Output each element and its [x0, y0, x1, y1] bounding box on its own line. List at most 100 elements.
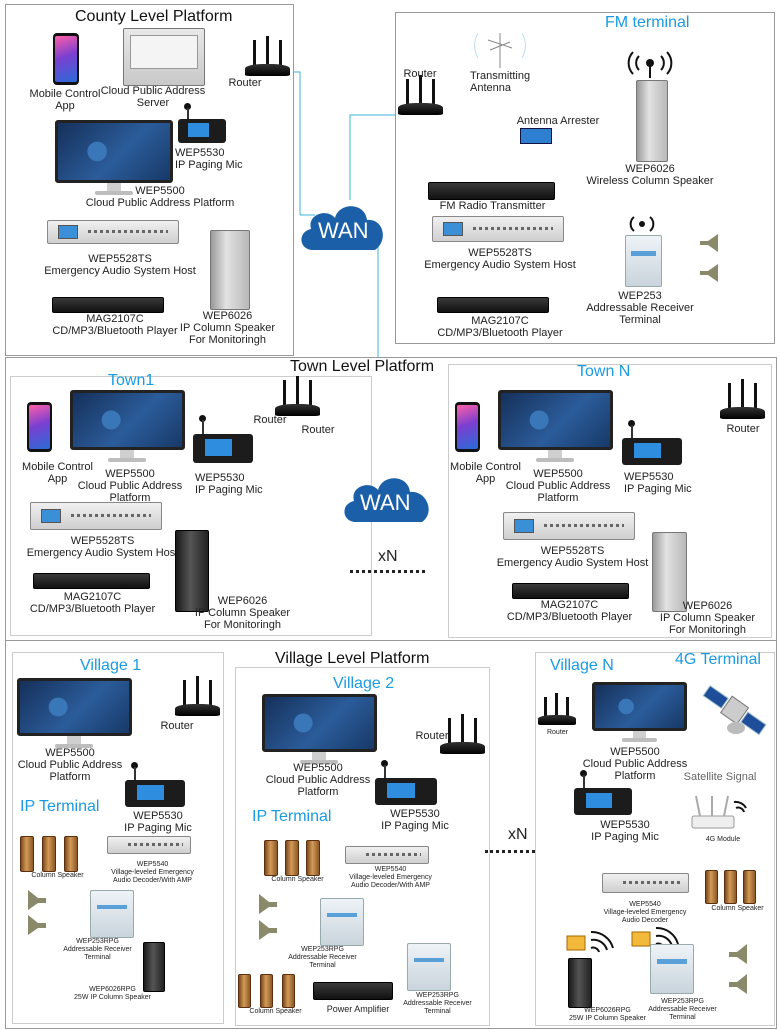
monitor-icon [498, 390, 613, 462]
village2-title: Village 2 [333, 675, 395, 692]
town1-mic-label: WEP5530 IP Paging Mic [195, 472, 263, 496]
column-speaker-icon [652, 532, 687, 612]
village1-platform-label: WEP5500 Cloud Public Address Platform [17, 747, 123, 783]
router-icon [398, 74, 443, 115]
column-speaker-icon [143, 942, 165, 992]
townN-player-label: MAG2107C CD/MP3/Bluetooth Player [506, 599, 633, 623]
horn-speaker-icon [700, 234, 718, 252]
wan-label: WAN [360, 490, 411, 515]
fm-router-label: Router [403, 68, 437, 80]
column-speaker-icon [20, 836, 34, 872]
horn-speaker-icon [259, 894, 277, 914]
villageN-satellite-label: Satellite Signal [683, 771, 757, 783]
receiver-terminal-icon [625, 235, 662, 287]
column-speaker-icon [260, 974, 273, 1008]
router-icon [720, 378, 765, 419]
county-mic-label: WEP5530 IP Paging Mic [175, 147, 243, 171]
fm-antenna-label: Transmitting Antenna [470, 70, 531, 94]
village2-amp-label: Power Amplifier [326, 1004, 390, 1014]
villageN-colspk-label: Column Speaker [711, 905, 764, 912]
village1-title: Village 1 [80, 657, 142, 674]
village1-mic-label: WEP5530 IP Paging Mic [124, 810, 192, 834]
village-ellipsis [485, 850, 535, 853]
village1-router-label: Router [160, 720, 194, 732]
column-speaker-icon [175, 530, 209, 612]
village1-speaker-label: WEP6026RPG 25W IP Column Speaker [74, 986, 151, 1001]
villageN-decoder-label: WEP5540 Village-leveled Emergency Audio … [603, 901, 687, 924]
decoder-rack-icon [345, 846, 429, 864]
receiver-terminal-icon [650, 944, 694, 994]
villageN-speaker-label: WEP6026RPG 25W IP Column Speaker [569, 1007, 646, 1022]
wireless-signal-icon [629, 216, 655, 232]
villageN-platform-label: WEP5500 Cloud Public Address Platform [582, 746, 688, 782]
village2-receiver-label: WEP253RPG Addressable Receiver Terminal [288, 946, 357, 969]
antenna-icon [474, 32, 526, 68]
column-speaker-icon [64, 836, 78, 872]
town1-host-label: WEP5528TS Emergency Audio System Host [26, 535, 179, 559]
column-speaker-icon [264, 840, 278, 876]
player-rack-icon [437, 297, 549, 313]
receiver-terminal-icon [90, 890, 134, 938]
paging-mic-icon [622, 420, 682, 465]
paging-mic-icon [193, 415, 253, 463]
horn-speaker-icon [259, 920, 277, 940]
router-icon [175, 675, 220, 716]
host-rack-icon [432, 216, 564, 242]
mobile-phone-icon [455, 402, 480, 452]
townN-mobile-label: Mobile Control App [450, 461, 521, 485]
4g-module-icon [691, 795, 747, 829]
village2-decoder-label: WEP5540 Village-leveled Emergency Audio … [349, 866, 432, 889]
monitor-icon [70, 390, 185, 462]
fm-transmitter-icon [428, 182, 555, 200]
village-xn-label: xN [508, 826, 528, 843]
wan-cloud-icon [344, 478, 429, 522]
townN-title: Town N [577, 363, 631, 380]
paging-mic-icon [375, 760, 437, 805]
host-rack-icon [503, 512, 635, 540]
host-rack-icon [47, 220, 179, 244]
host-rack-icon [30, 502, 162, 530]
fm-transmitter-label: FM Radio Transmitter [439, 200, 546, 212]
townN-mic-label: WEP5530 IP Paging Mic [624, 471, 692, 495]
column-speaker-icon [636, 80, 668, 162]
player-rack-icon [512, 583, 629, 599]
town-title: Town Level Platform [290, 358, 435, 375]
county-speaker-label: WEP6026 IP Column Speaker For Monitoring… [179, 310, 276, 346]
decoder-rack-icon [602, 873, 689, 893]
town1-player-label: MAG2107C CD/MP3/Bluetooth Player [29, 591, 156, 615]
county-host-label: WEP5528TS Emergency Audio System Host [44, 253, 196, 277]
townN-host-label: WEP5528TS Emergency Audio System Host [496, 545, 649, 569]
column-speaker-icon [210, 230, 250, 310]
mobile-phone-icon [27, 402, 52, 452]
horn-speaker-icon [28, 915, 46, 935]
column-speaker-icon [238, 974, 251, 1008]
village2-router-label: Router [415, 730, 449, 742]
wan-label: WAN [318, 218, 369, 243]
4g-signal-icon [566, 930, 614, 953]
town1-router2-label: Router [301, 424, 335, 436]
village-title: Village Level Platform [275, 650, 430, 667]
village2-receiver2-label: WEP253RPG Addressable Receiver Terminal [403, 992, 472, 1015]
village2-ipterm-title: IP Terminal [252, 808, 332, 825]
county-title: County Level Platform [75, 8, 233, 25]
player-rack-icon [33, 573, 150, 589]
arrester-icon [520, 128, 552, 144]
column-speaker-icon [306, 840, 320, 876]
mobile-phone-icon [53, 33, 79, 85]
router-icon [538, 692, 576, 725]
village2-mic-label: WEP5530 IP Paging Mic [381, 808, 449, 832]
village2-platform-label: WEP5500 Cloud Public Address Platform [265, 762, 371, 798]
village1-receiver-label: WEP253RPG Addressable Receiver Terminal [63, 938, 132, 961]
townN-router-label: Router [726, 423, 760, 435]
villageN-receiver-label: WEP253RPG Addressable Receiver Terminal [648, 998, 717, 1021]
fm-speaker-label: WEP6026 Wireless Column Speaker [586, 163, 714, 187]
wireless-signal-icon [627, 51, 673, 78]
villageN-title: Village N [550, 657, 614, 674]
column-speaker-icon [282, 974, 295, 1008]
villageN-4g-title: 4G Terminal [675, 651, 761, 668]
fm-player-label: MAG2107C CD/MP3/Bluetooth Player [437, 315, 563, 339]
column-speaker-icon [285, 840, 299, 876]
router-icon [275, 375, 320, 416]
county-mobile-label: Mobile Control App [29, 88, 101, 112]
fm-receiver-label: WEP253 Addressable Receiver Terminal [586, 290, 694, 326]
